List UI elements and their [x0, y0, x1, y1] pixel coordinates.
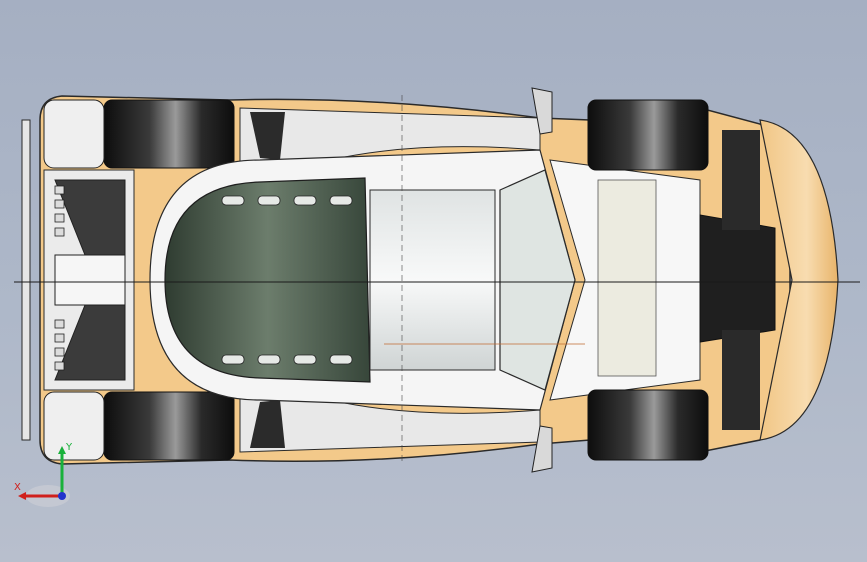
front-left-tire — [103, 99, 235, 169]
cockpit-glass — [164, 177, 371, 383]
y-axis-label: Y — [65, 442, 72, 453]
front-vents — [54, 185, 65, 371]
canopy — [369, 189, 496, 371]
rear-left-tire — [587, 99, 709, 171]
z-axis-dot-icon — [58, 492, 66, 500]
rear-right-tire — [587, 389, 709, 461]
coordinate-triad: X Y — [14, 442, 72, 507]
rear-wing — [759, 119, 839, 441]
front-right-tire — [103, 391, 235, 461]
rear-window — [499, 169, 576, 391]
x-axis-label: X — [14, 482, 21, 493]
glass-vents — [221, 195, 353, 365]
